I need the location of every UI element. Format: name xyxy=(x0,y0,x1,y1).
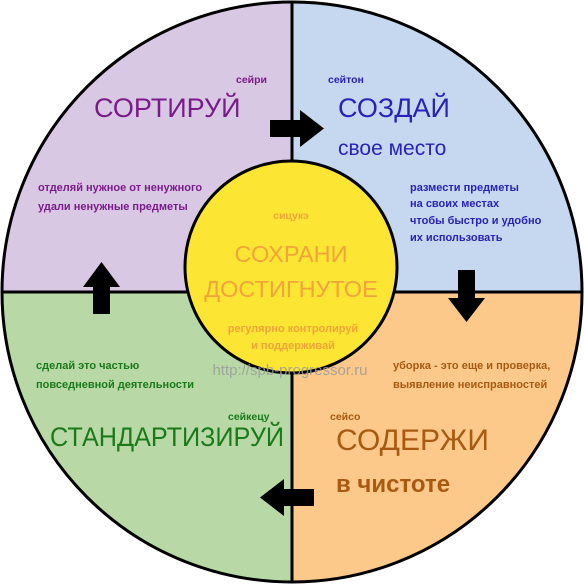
desc-sort-line-2: удали ненужные предметы xyxy=(38,201,188,213)
center-desc-line-2: и поддерживай xyxy=(251,340,335,352)
japanese-term-shitsuke: сицукэ xyxy=(273,210,309,222)
arrow-right-icon xyxy=(270,110,324,147)
desc-set-line-1: размести предметы xyxy=(410,182,519,194)
arrow-down-icon xyxy=(448,270,485,322)
desc-set-line-4: их использовать xyxy=(410,232,503,244)
center-title-line-1: СОХРАНИ xyxy=(235,241,348,267)
desc-standardize-line-1: сделай это частью xyxy=(36,360,139,372)
watermark-url: http://spb-progressor.ru xyxy=(212,362,367,379)
subtitle-set-in-order: свое место xyxy=(338,137,446,160)
arrow-left-icon xyxy=(260,479,314,516)
japanese-term-seiso: сейсо xyxy=(330,411,360,423)
desc-set-line-3: чтобы быстро и удобно xyxy=(410,215,542,227)
subtitle-shine: в чистоте xyxy=(336,471,450,498)
japanese-term-seiri: сейри xyxy=(236,74,267,86)
desc-shine-line-1: уборка - это еще и проверка, xyxy=(393,360,550,372)
desc-sort-line-1: отделяй нужное от ненужного xyxy=(38,182,202,194)
title-shine: СОДЕРЖИ xyxy=(336,424,489,457)
center-desc-line-1: регулярно контролируй xyxy=(228,323,358,335)
title-set-in-order: СОЗДАЙ xyxy=(338,92,450,123)
japanese-term-seiton: сейтон xyxy=(328,74,364,86)
japanese-term-seiketsu: сейкецу xyxy=(228,411,270,423)
title-standardize: СТАНДАРТИЗИРУЙ xyxy=(50,421,284,452)
desc-shine-line-2: выявление неисправностей xyxy=(393,379,547,391)
title-sort: СОРТИРУЙ xyxy=(94,92,241,123)
desc-set-line-2: на своих местах xyxy=(410,198,500,210)
desc-standardize-line-2: повседневной деятельности xyxy=(36,379,194,391)
arrow-up-icon xyxy=(83,262,120,314)
center-title-line-2: ДОСТИГНУТОЕ xyxy=(204,276,378,302)
center-circle xyxy=(183,159,399,375)
